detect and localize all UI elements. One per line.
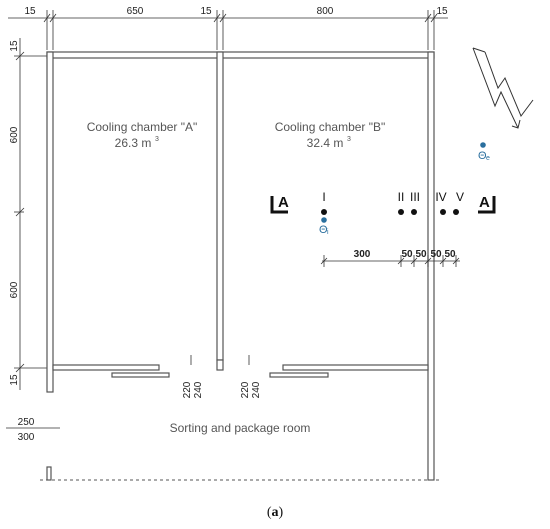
caption-open: ( (267, 505, 272, 520)
sensor-label-1: I (322, 190, 325, 204)
dim-left-3: 15 (9, 374, 20, 386)
chamber-a-volume-exp: 3 (155, 136, 159, 143)
sensor-spacing-2: 50 (415, 249, 427, 260)
sensor-point-1 (321, 209, 327, 215)
section-mark-left: A (278, 194, 289, 211)
sensor-point-5 (453, 209, 459, 215)
sensor-point-4 (440, 209, 446, 215)
sensor-spacing-4: 50 (444, 249, 456, 260)
caption-letter: a (272, 505, 279, 520)
dim-left-2: 600 (9, 281, 20, 298)
walls (46, 51, 435, 481)
chamber-b-volume: 32.4 m (307, 136, 344, 150)
sensor-spacing-0: 300 (354, 249, 371, 260)
sensor-label-4: IV (435, 190, 446, 204)
sensor-spacing-3: 50 (430, 249, 442, 260)
door-b-dim-2: 240 (251, 381, 262, 398)
sensor-spacing-1: 50 (401, 249, 413, 260)
sensor-point-3 (411, 209, 417, 215)
door-a-dim-2: 240 (193, 381, 204, 398)
door-b-dim-1: 220 (240, 381, 251, 398)
sorting-room-name: Sorting and package room (170, 421, 311, 435)
section-mark-right-symbol (478, 196, 496, 214)
caption-close: ) (279, 505, 284, 520)
door-a-dim-1: 220 (182, 381, 193, 398)
left-dimension-chain (14, 38, 48, 390)
sorting-height-bottom: 300 (18, 432, 35, 443)
dim-left-0: 15 (9, 40, 20, 52)
theta-e-point (480, 142, 486, 148)
dim-top-1: 650 (127, 6, 144, 17)
sensor-label-3: III (410, 190, 420, 204)
theta-i-sub: i (327, 229, 329, 236)
dim-top-3: 800 (317, 6, 334, 17)
sensor-point-2 (398, 209, 404, 215)
theta-e-symbol: Θ (478, 150, 487, 162)
north-arrow-icon (472, 47, 534, 129)
theta-i-point (321, 217, 327, 223)
sensor-label-5: V (456, 190, 464, 204)
door-dimension-ticks (190, 355, 250, 365)
section-mark-left-symbol (270, 196, 288, 214)
sensor-label-2: II (398, 190, 405, 204)
chamber-a-volume: 26.3 m (115, 136, 152, 150)
theta-e-sub: e (486, 155, 490, 162)
dim-top-4: 15 (436, 6, 448, 17)
theta-i-symbol: Θ (319, 224, 328, 236)
chamber-b-volume-exp: 3 (347, 136, 351, 143)
dim-left-1: 600 (9, 126, 20, 143)
sorting-height-top: 250 (18, 417, 35, 428)
dim-top-0: 15 (24, 6, 36, 17)
figure-caption: (a) (267, 505, 284, 520)
dim-top-2: 15 (200, 6, 212, 17)
section-mark-right: A (479, 194, 490, 211)
sensor-spacing-chain (320, 255, 460, 267)
chamber-a-name: Cooling chamber "A" (87, 120, 198, 134)
top-dimension-chain (8, 10, 448, 50)
chamber-b-name: Cooling chamber "B" (275, 120, 386, 134)
